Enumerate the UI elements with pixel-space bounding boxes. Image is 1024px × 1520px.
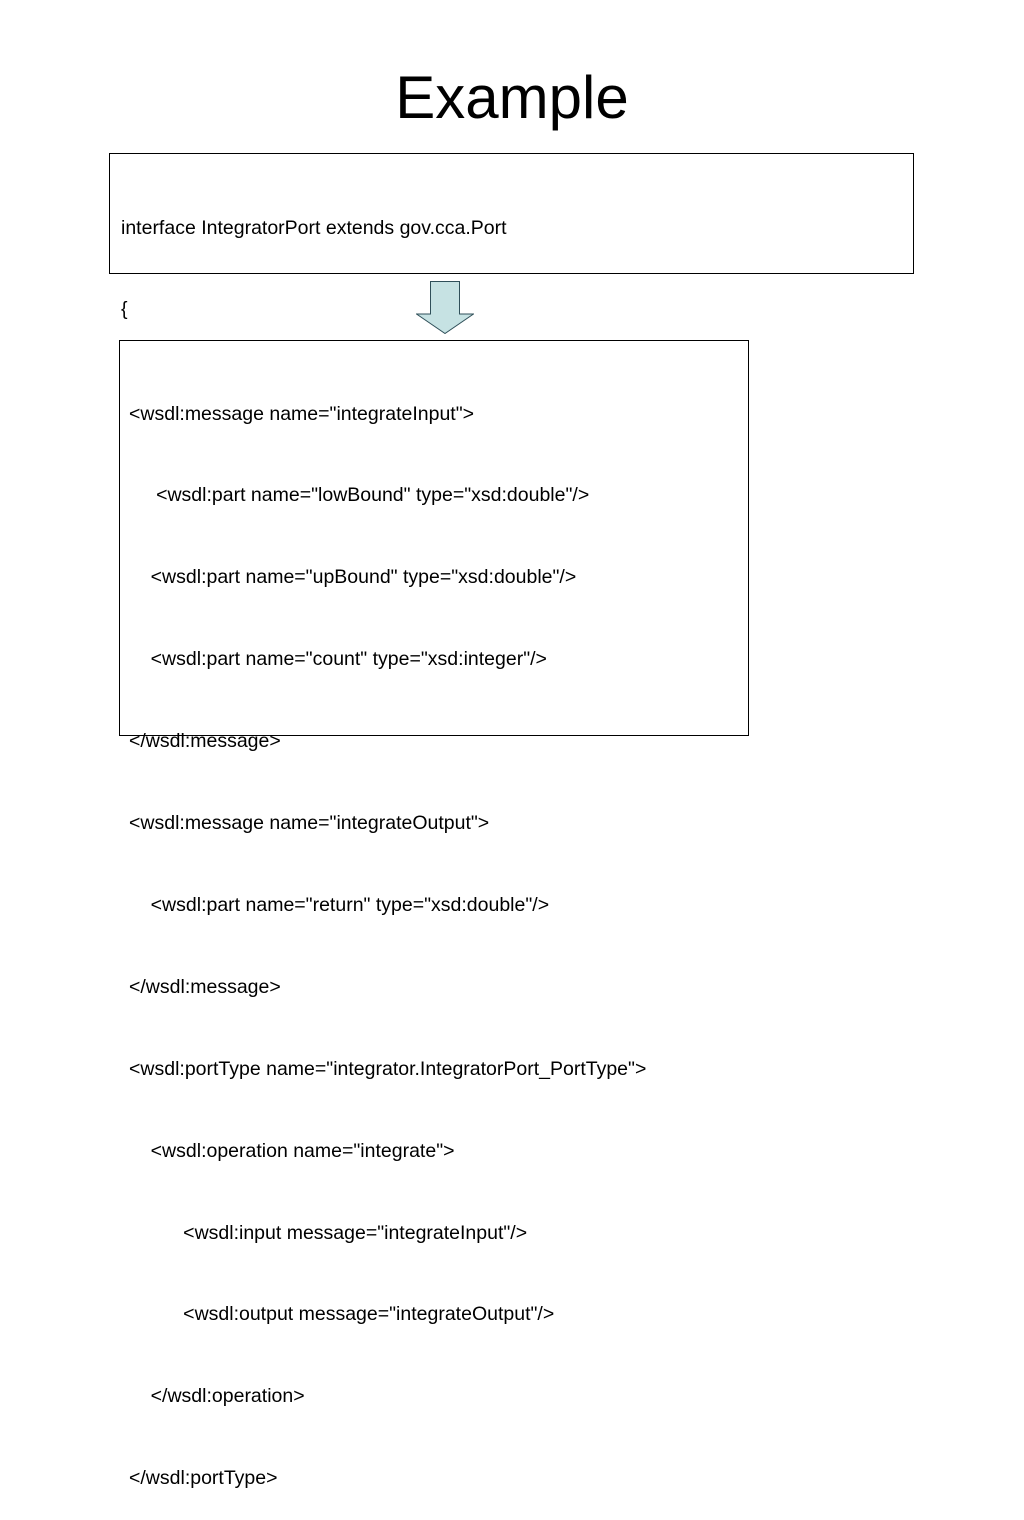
wsdl-code-line: <wsdl:part name="return" type="xsd:doubl… xyxy=(129,893,550,916)
wsdl-code-line: </wsdl:portType> xyxy=(129,1467,278,1490)
slide-title: Example xyxy=(395,64,629,131)
wsdl-code-line: </wsdl:operation> xyxy=(129,1385,305,1408)
wsdl-code-line: <wsdl:part name="lowBound" type="xsd:dou… xyxy=(129,484,590,507)
wsdl-code-line: <wsdl:operation name="integrate"> xyxy=(129,1139,455,1162)
wsdl-code-line: </wsdl:message> xyxy=(129,975,281,998)
interface-code-line: interface IntegratorPort extends gov.cca… xyxy=(121,216,507,239)
wsdl-code-box: <wsdl:message name="integrateInput"> <ws… xyxy=(119,340,749,1489)
wsdl-code-line: <wsdl:input message="integrateInput"/> xyxy=(129,1221,528,1244)
wsdl-code-line: <wsdl:part name="count" type="xsd:intege… xyxy=(129,648,547,671)
wsdl-code-line: <wsdl:part name="upBound" type="xsd:doub… xyxy=(129,566,577,589)
wsdl-code-line: <wsdl:message name="integrateOutput"> xyxy=(129,812,490,835)
wsdl-code-line: <wsdl:output message="integrateOutput"/> xyxy=(129,1303,555,1326)
interface-code-box: interface IntegratorPort extends gov.cca… xyxy=(109,153,914,484)
wsdl-code-line: </wsdl:message> xyxy=(129,730,281,753)
wsdl-code-line: <wsdl:message name="integrateInput"> xyxy=(129,402,475,425)
interface-code-line: { xyxy=(121,298,128,321)
down-arrow-icon xyxy=(416,281,474,334)
wsdl-code-line: <wsdl:portType name="integrator.Integrat… xyxy=(129,1057,647,1080)
